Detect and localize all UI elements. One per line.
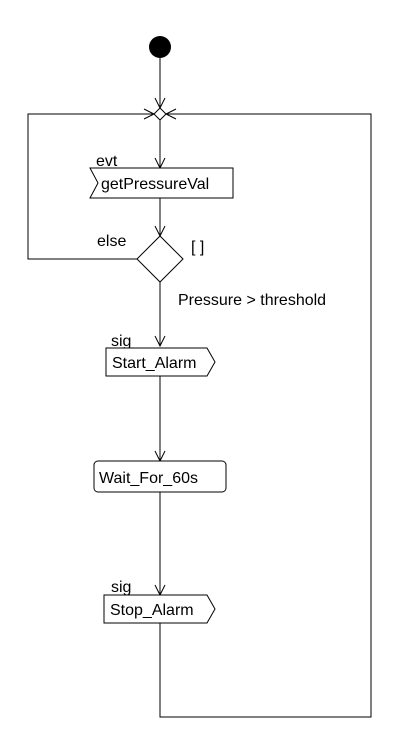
flow-else-loop (27, 113, 154, 260)
empty-guard-label: [ ] (191, 239, 204, 256)
stop-signal-stereotype-label: sig (111, 579, 131, 596)
arrowhead-return-loop (164, 108, 177, 120)
else-guard-label: else (97, 233, 126, 250)
flow-return-loop (159, 113, 372, 718)
send-signal-stop-alarm[interactable] (103, 594, 216, 624)
receive-event-getpressureval[interactable] (89, 167, 234, 199)
merge-node[interactable] (153, 107, 167, 121)
arrowhead-else-loop (143, 108, 156, 120)
initial-node[interactable] (149, 36, 171, 58)
event-stereotype-label: evt (96, 153, 118, 170)
arrowhead-decision-to-start (154, 335, 166, 348)
condition-label: Pressure > threshold (178, 292, 326, 309)
wait-action-label: Wait_For_60s (99, 470, 198, 487)
receive-event-label: getPressureVal (101, 176, 209, 193)
stop-alarm-label: Stop_Alarm (110, 602, 194, 619)
start-alarm-label: Start_Alarm (112, 355, 196, 372)
decision-node[interactable] (136, 235, 184, 283)
start-signal-stereotype-label: sig (111, 333, 131, 350)
send-signal-start-alarm[interactable] (105, 347, 216, 377)
